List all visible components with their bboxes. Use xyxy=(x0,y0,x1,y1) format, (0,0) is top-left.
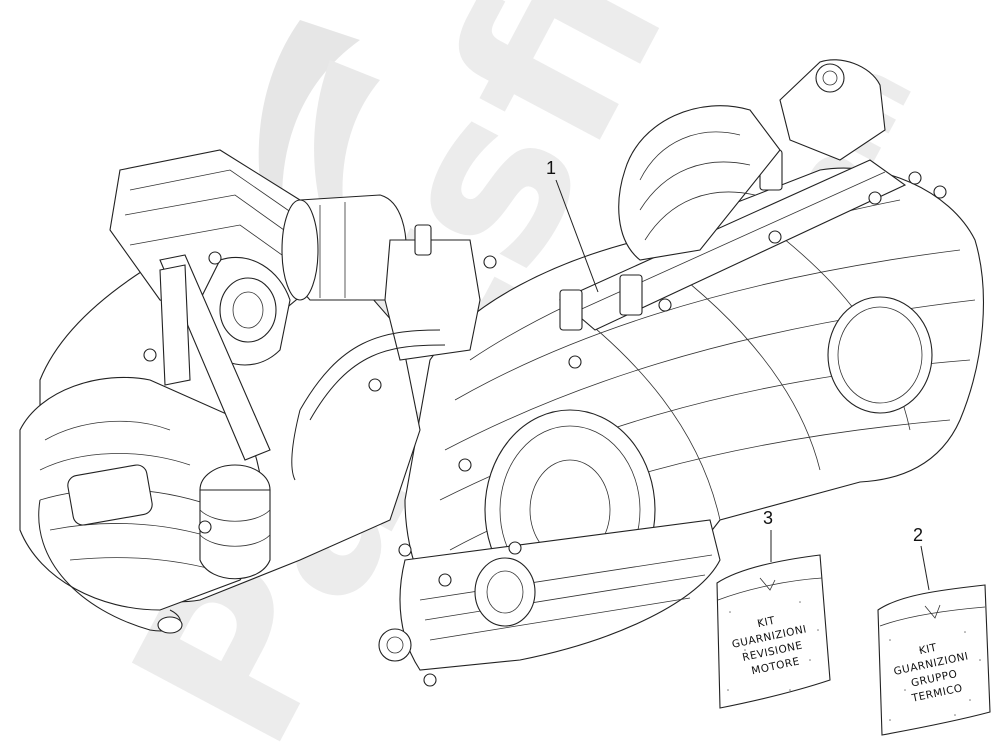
engine-assembly xyxy=(19,59,984,687)
bag-2-speckle xyxy=(889,631,981,721)
callout-number-1: 1 xyxy=(546,158,556,178)
bolts xyxy=(143,171,947,687)
bag-2-outline xyxy=(877,584,991,736)
watermark-swoosh-icon xyxy=(258,20,360,300)
callout-number-2: 2 xyxy=(913,525,923,545)
bag-3-outline xyxy=(716,554,831,709)
callout-1: 1 xyxy=(546,158,599,293)
callout-3: 3 xyxy=(763,508,773,562)
bag-2-line-1: KIT xyxy=(918,642,938,657)
callout-2: 2 xyxy=(913,525,930,591)
gasket-kit-bag-2: KIT GUARNIZIONI GRUPPO TERMICO xyxy=(877,584,991,736)
callout-number-3: 3 xyxy=(763,508,773,528)
gasket-kit-bag-3: KIT GUARNIZIONI REVISIONE MOTORE xyxy=(716,554,831,709)
bag-3-speckle xyxy=(727,601,819,691)
bag-3-line-1: KIT xyxy=(756,615,776,630)
